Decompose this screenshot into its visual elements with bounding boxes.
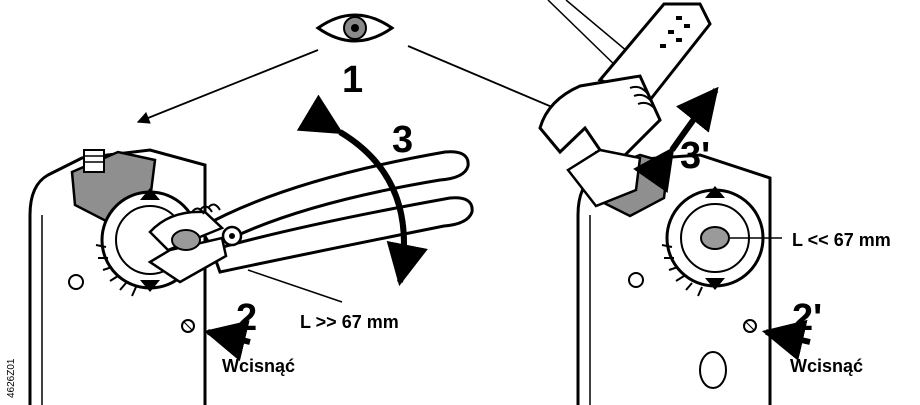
right-length-label: L << 67 mm [792,230,891,250]
step-3-prime-label: 3' [680,135,710,177]
push-arrow-right [761,319,811,361]
eye-icon [315,13,395,43]
rotation-arrow-3 [296,94,428,287]
left-length-leader [247,269,343,303]
step-2-label: 2 [236,297,257,339]
view-arrow-right [407,45,580,120]
left-length-label: L >> 67 mm [300,312,399,332]
figure-code: 4626Z01 [6,358,17,398]
view-arrow-left [136,49,319,124]
adjustable-wrench-icon [538,0,712,208]
push-arrow-left [203,320,251,362]
step-3-label: 3 [392,119,413,161]
rotation-arrow-3-prime [633,86,719,194]
step-1-label: 1 [342,59,363,101]
left-press-label: Wcisnąć [222,356,295,376]
step-2-prime-label: 2' [792,297,822,339]
right-actuator-housing [576,151,772,405]
left-actuator-housing [28,148,207,405]
right-press-label: Wcisnąć [790,356,863,376]
